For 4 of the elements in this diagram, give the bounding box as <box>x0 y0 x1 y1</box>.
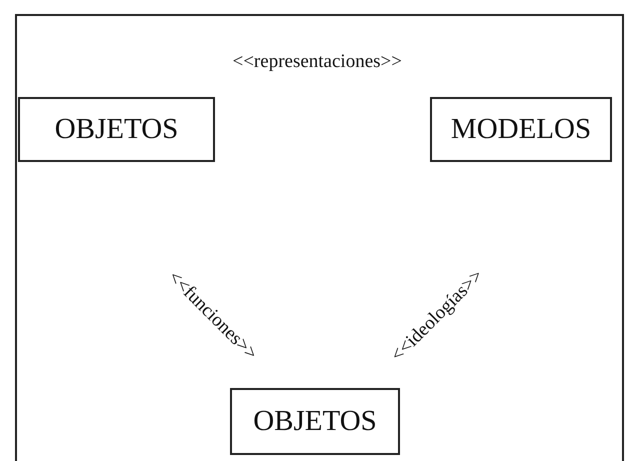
relation-label: <<representaciones>> <box>232 51 402 73</box>
concept-box: MODELOS <box>430 97 612 162</box>
concept-box: OBJETOS <box>18 97 215 162</box>
concept-box: OBJETOS <box>230 388 400 455</box>
